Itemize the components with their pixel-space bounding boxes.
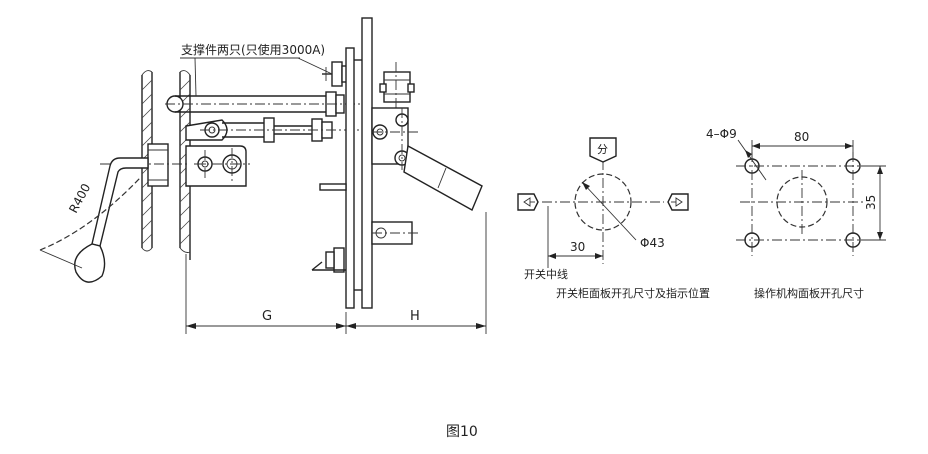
switch-centerline-label: 开关中线 [524, 267, 568, 281]
linkage-arm [185, 117, 370, 143]
dim-80-label: 80 [794, 130, 809, 144]
dimension-g-h [185, 212, 487, 334]
mechanism-caption: 操作机构面板开孔尺寸 [754, 286, 864, 300]
open-indicator-icon: 分 [589, 137, 617, 163]
dim-35-label: 35 [864, 195, 878, 210]
indicator-assembly [371, 62, 483, 211]
handle-bracket [185, 145, 250, 187]
dim-phi43-label: Φ43 [640, 236, 665, 250]
hole-spec-label: 4–Φ9 [706, 127, 737, 141]
panel-caption: 开关柜面板开孔尺寸及指示位置 [556, 286, 710, 300]
support-rod [165, 91, 370, 117]
dim-30-label: 30 [570, 240, 585, 254]
support-leader [180, 57, 333, 97]
dim-h-label: H [410, 309, 420, 324]
mechanism-cutout-view: 80 35 4–Φ9 操作机构面板开孔尺寸 [706, 127, 886, 300]
open-symbol-label: 分 [597, 143, 608, 156]
mechanism-side-view: R400 [39, 17, 487, 334]
support-note: 支撑件两只(只使用3000A) [181, 42, 325, 57]
radius-label: R400 [66, 181, 93, 215]
panel-cutout-view: 分 Φ43 30 开关中线 开关柜面板开孔尺寸及指示位置 [517, 137, 710, 300]
operating-handle [74, 157, 149, 283]
left-arrow-icon [517, 193, 539, 211]
dim-g-label: G [262, 309, 272, 324]
figure-caption: 图10 [446, 424, 478, 440]
right-arrow-icon [667, 193, 689, 211]
